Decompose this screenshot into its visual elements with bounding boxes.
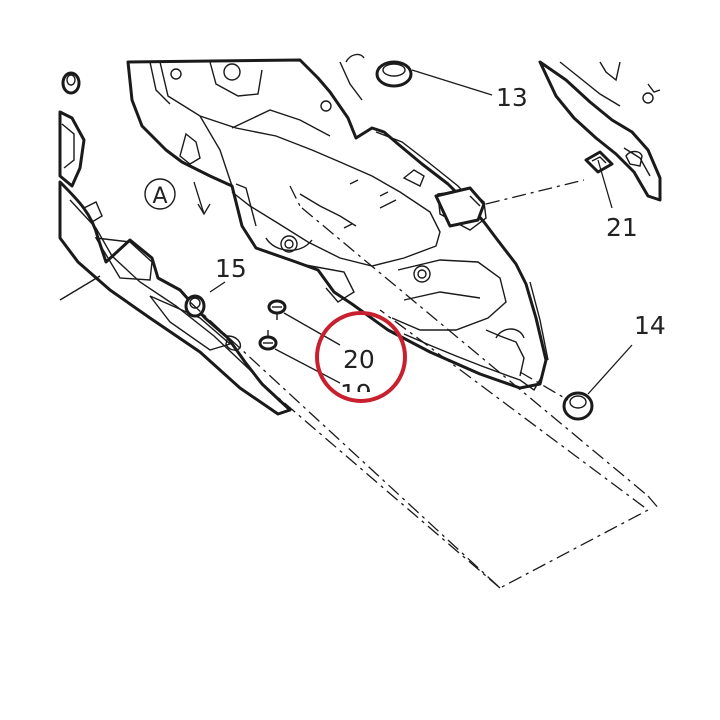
- screw-20: [267, 299, 287, 320]
- right-side-panel: [538, 60, 662, 202]
- top-left-grommet: [61, 71, 81, 95]
- assembly-lines: [189, 179, 661, 589]
- grommet-14: [562, 391, 594, 421]
- under-seat-tray: [126, 53, 549, 392]
- tray-fastener: [434, 186, 486, 228]
- callout-14: 14: [634, 311, 666, 340]
- view-marker: A: [144, 178, 176, 210]
- highlight-circle: [315, 311, 407, 403]
- callout-21: 21: [606, 213, 638, 242]
- leader-lines: [193, 69, 633, 395]
- grommet-13: [375, 60, 413, 88]
- callout-13: 13: [496, 83, 528, 112]
- left-side-panel: [58, 110, 292, 416]
- view-marker-label: A: [152, 184, 167, 209]
- screw-19: [258, 330, 278, 351]
- callout-20: 20: [343, 345, 375, 374]
- callout-15: 15: [215, 254, 247, 283]
